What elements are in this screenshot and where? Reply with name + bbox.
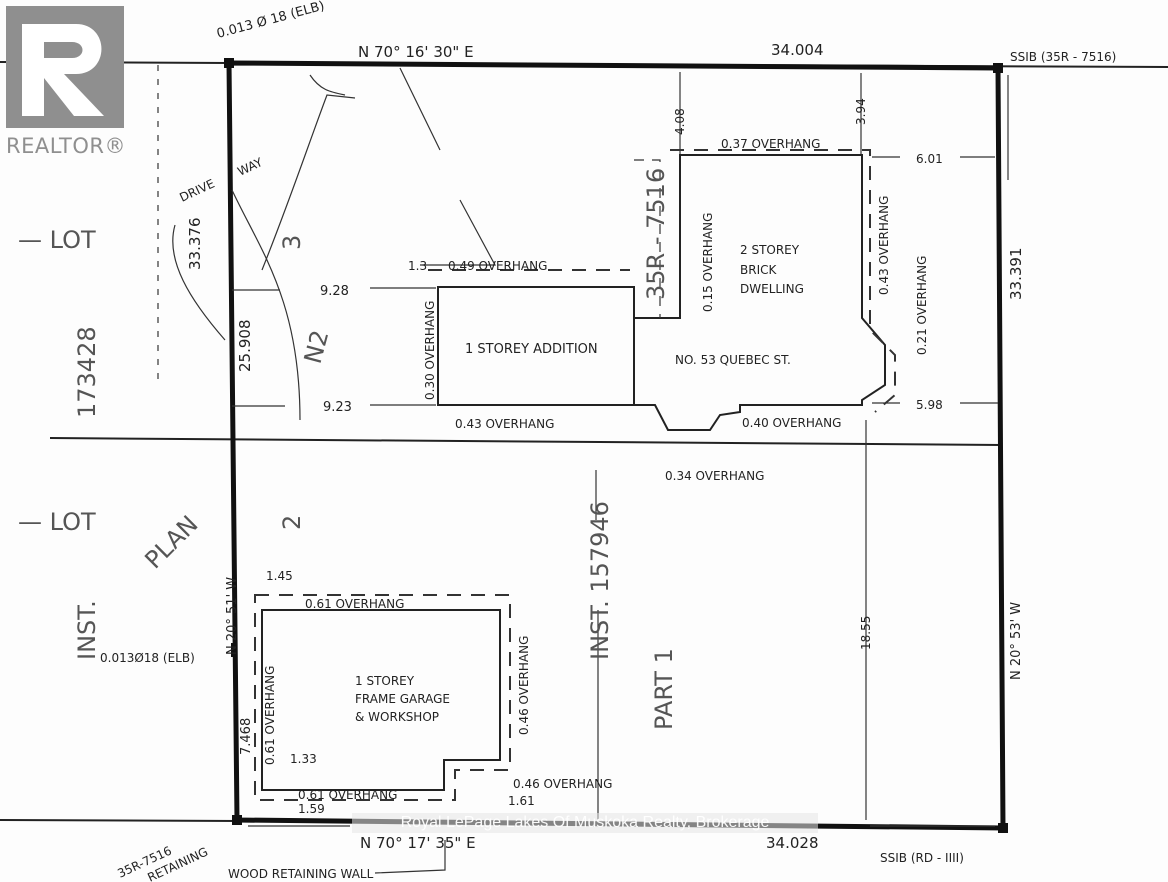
dim-159: 1.59 bbox=[298, 802, 325, 816]
driveway-label-1: DRIVE bbox=[177, 176, 216, 204]
sw-monument bbox=[232, 815, 242, 825]
overhang-021: 0.21 OVERHANG bbox=[915, 256, 929, 355]
east-bearing: N 20° 53' W bbox=[1009, 602, 1024, 680]
part-1-label: PART 1 bbox=[650, 648, 678, 730]
lot-upper-label: — LOT bbox=[18, 226, 96, 254]
overhang-030: 0.30 OVERHANG bbox=[423, 301, 437, 400]
overhang-040: 0.40 OVERHANG bbox=[742, 416, 841, 430]
dim-408: 4.08 bbox=[673, 108, 687, 135]
west-monument bbox=[231, 643, 237, 657]
dim-923: 9.23 bbox=[323, 400, 352, 415]
driveway-edge-west bbox=[231, 189, 301, 421]
overhang-046-corner: 0.46 OVERHANG bbox=[513, 777, 612, 791]
driveway-leader bbox=[172, 224, 226, 341]
plan-35r-box bbox=[634, 159, 661, 318]
west-distance-upper: 25.908 bbox=[236, 320, 254, 373]
east-distance: 33.391 bbox=[1007, 248, 1025, 301]
north-distance: 34.004 bbox=[771, 41, 824, 59]
dwelling-overhang bbox=[670, 149, 896, 413]
overhang-061-left: 0.61 OVERHANG bbox=[263, 666, 277, 765]
dwelling-label-2: BRICK bbox=[740, 263, 777, 277]
ne-monument bbox=[993, 63, 1003, 73]
west-distance-total: 33.376 bbox=[186, 218, 204, 271]
garage-label-3: & WORKSHOP bbox=[355, 710, 439, 724]
lot-lower-label: — LOT bbox=[18, 508, 96, 536]
retaining-wall-label: WOOD RETAINING WALL bbox=[228, 867, 374, 881]
west-monument-label: 0.013Ø18 (ELB) bbox=[100, 651, 195, 665]
garage-outline bbox=[261, 609, 501, 791]
dim-1855: 18.55 bbox=[859, 616, 873, 650]
n2-mark: N2 bbox=[299, 327, 335, 366]
addition-outline bbox=[437, 286, 635, 406]
realtor-r-icon bbox=[6, 6, 124, 128]
north-bearing: N 70° 16' 30" E bbox=[358, 43, 474, 61]
addition-label: 1 STOREY ADDITION bbox=[465, 342, 598, 357]
garage-overhang bbox=[254, 594, 511, 801]
driveway-edge-top bbox=[309, 74, 346, 96]
lot-2-label: 2 bbox=[278, 515, 306, 530]
nw-monument-label: 0.013 Ø 18 (ELB) bbox=[215, 0, 326, 42]
dwelling-label-3: DWELLING bbox=[740, 282, 804, 296]
overhang-037: 0.37 OVERHANG bbox=[721, 137, 820, 151]
se-monument bbox=[998, 823, 1008, 833]
realtor-logo-text: REALTOR® bbox=[6, 134, 126, 158]
retaining-wall-leader bbox=[374, 840, 446, 874]
dwelling-outline bbox=[633, 154, 886, 431]
overhang-061-bottom: 0.61 OVERHANG bbox=[298, 788, 397, 802]
dim-161: 1.61 bbox=[508, 794, 535, 808]
inst-number-left: 173428 bbox=[73, 326, 101, 418]
overhang-043-south: 0.43 OVERHANG bbox=[455, 417, 554, 431]
dim-145: 1.45 bbox=[266, 569, 293, 583]
realtor-logo: REALTOR® bbox=[6, 6, 125, 158]
dim-598: 5.98 bbox=[916, 398, 943, 412]
garage-label-1: 1 STOREY bbox=[355, 674, 415, 688]
lot-division-line bbox=[49, 437, 1003, 446]
south-bearing: N 70° 17' 35" E bbox=[360, 834, 476, 852]
plan-35r-label: 35R - 7516 bbox=[642, 168, 670, 300]
overhang-049: 0.49 OVERHANG bbox=[448, 259, 547, 273]
overhang-015: 0.15 OVERHANG bbox=[701, 213, 715, 312]
south-distance: 34.028 bbox=[766, 834, 819, 852]
dim-13: 1.3 bbox=[408, 259, 427, 273]
west-distance-lower: 7.468 bbox=[239, 718, 254, 755]
driveway-label-2: WAY bbox=[235, 155, 265, 179]
overhang-061-top: 0.61 OVERHANG bbox=[305, 597, 404, 611]
lot-3-label: 3 bbox=[278, 235, 306, 250]
brokerage-watermark: Royal LePage Lakes Of Muskoka Realty, Br… bbox=[352, 813, 818, 833]
ne-monument-label: SSIB (35R - 7516) bbox=[1010, 50, 1116, 64]
dim-928: 9.28 bbox=[320, 284, 349, 299]
se-monument-label: SSIB (RD - IIII) bbox=[880, 851, 964, 865]
driveway-edge bbox=[261, 94, 356, 271]
west-bearing: N 20° 51' W bbox=[225, 577, 240, 655]
inst-left-label: INST. bbox=[73, 600, 101, 660]
hedge-line bbox=[399, 67, 497, 266]
dwelling-label-1: 2 STOREY bbox=[740, 243, 800, 257]
nw-monument bbox=[224, 58, 234, 68]
dim-394: 3.94 bbox=[854, 98, 868, 125]
plan-label: PLAN bbox=[139, 510, 203, 574]
overhang-043-east: 0.43 OVERHANG bbox=[877, 196, 891, 295]
overhang-034: 0.34 OVERHANG bbox=[665, 469, 764, 483]
overhang-046-side: 0.46 OVERHANG bbox=[517, 636, 531, 735]
inst-center-label: INST. 157946 bbox=[586, 501, 614, 660]
south-lot-line-west bbox=[0, 819, 241, 822]
garage-label-2: FRAME GARAGE bbox=[355, 692, 450, 706]
dim-601: 6.01 bbox=[916, 152, 943, 166]
dim-133: 1.33 bbox=[290, 752, 317, 766]
address-label: NO. 53 QUEBEC ST. bbox=[675, 353, 791, 367]
